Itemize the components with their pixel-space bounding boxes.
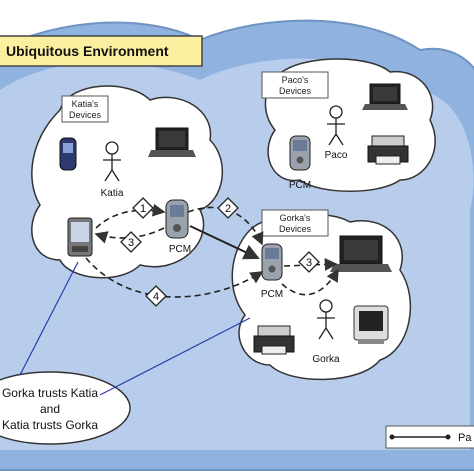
step-label-3-right: 3 xyxy=(306,257,312,269)
arrow-step-4-return xyxy=(281,268,339,296)
legend-label: Pa xyxy=(458,432,472,444)
gorka-tv-icon xyxy=(353,305,389,344)
step-diamond-2: 2 xyxy=(217,197,239,219)
katia-pda-icon xyxy=(67,217,93,257)
trust-line-katia xyxy=(19,261,79,376)
paco-pcm-label: PCM xyxy=(289,180,311,191)
pcm-link-solid xyxy=(189,225,260,260)
katia-person-icon xyxy=(103,141,121,182)
title-box: Ubiquitous Environment xyxy=(0,35,203,67)
trust-note-line2: and xyxy=(40,402,60,416)
gorka-group-label-line2: Devices xyxy=(279,224,312,234)
step-label-2: 2 xyxy=(225,203,231,215)
gorka-group-label-line1: Gorka's xyxy=(280,213,311,223)
gorka-pcm-label: PCM xyxy=(261,289,283,300)
arrow-step-4 xyxy=(85,257,264,298)
gorka-person-icon xyxy=(317,299,335,340)
step-diamond-3-right: 3 xyxy=(298,251,320,273)
trust-line-gorka xyxy=(99,317,251,396)
step-diamond-4: 4 xyxy=(145,285,167,307)
paco-pcm-phone-icon xyxy=(289,135,311,171)
diagram-title: Ubiquitous Environment xyxy=(6,43,169,59)
trust-note-line3: Katia trusts Gorka xyxy=(2,418,98,432)
step-label-3-left: 3 xyxy=(128,237,134,249)
paco-group-label-line2: Devices xyxy=(279,86,312,96)
katia-laptop-icon xyxy=(148,127,196,157)
center-pcm-label: PCM xyxy=(169,244,191,255)
paco-person-label: Paco xyxy=(325,150,348,161)
paco-devices-bubble: Paco's Devices xyxy=(261,58,436,192)
paco-laptop-icon xyxy=(362,83,408,110)
trust-note-bubble: Gorka trusts Katia and Katia trusts Gork… xyxy=(0,371,131,445)
center-pcm-phone-icon xyxy=(165,199,189,239)
arrow-step-1 xyxy=(95,203,166,229)
step-label-4: 4 xyxy=(153,291,159,303)
gorka-printer-icon xyxy=(253,325,295,355)
arrow-step-3-left xyxy=(94,227,165,244)
gorka-person-label: Gorka xyxy=(312,354,340,365)
paco-printer-icon xyxy=(367,135,409,165)
paco-person-icon xyxy=(327,105,345,146)
gorka-laptop-icon xyxy=(330,235,392,272)
katia-group-label-line1: Katia's xyxy=(72,99,99,109)
paco-group-label-line1: Paco's xyxy=(282,75,309,85)
step-diamond-1: 1 xyxy=(132,197,154,219)
gorka-pcm-phone-icon xyxy=(261,243,283,281)
trust-note-line1: Gorka trusts Katia xyxy=(2,386,98,400)
katia-group-label-line2: Devices xyxy=(69,110,102,120)
katia-phone-icon xyxy=(59,137,77,171)
katia-person-label: Katia xyxy=(101,188,124,199)
legend: Pa xyxy=(385,425,474,449)
arrow-step-3-right xyxy=(283,258,338,271)
step-diamond-3-left: 3 xyxy=(120,231,142,253)
step-label-1: 1 xyxy=(140,203,146,215)
